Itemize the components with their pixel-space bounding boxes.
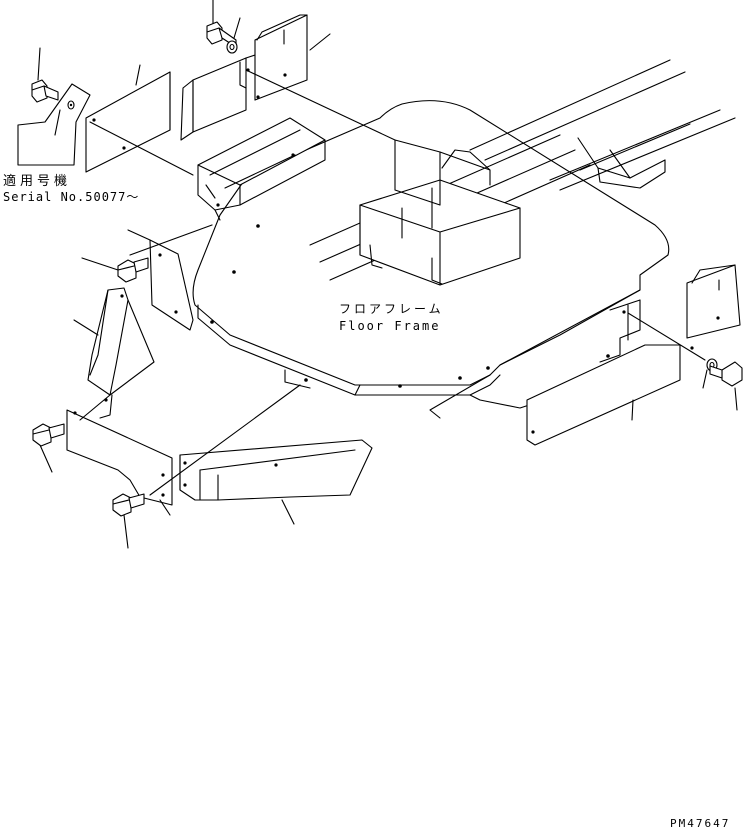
- bolt-lower-mid: [113, 494, 144, 516]
- top-left-cover: [18, 72, 170, 172]
- drawing-number: PM47647: [670, 817, 731, 830]
- bolt-right: [710, 362, 742, 386]
- serial-range-label-jp: 適用号機: [3, 174, 72, 189]
- washer-top: [227, 41, 237, 53]
- floor-frame-label-jp: フロアフレーム: [339, 302, 444, 316]
- top-cover: [181, 15, 325, 220]
- lower-left-plate: [67, 410, 172, 505]
- lower-front-cover: [180, 440, 372, 500]
- serial-range-label: Serial No.50077～: [3, 190, 140, 204]
- bolt-lower-left: [33, 424, 64, 446]
- right-cover-plate: [687, 265, 740, 350]
- left-side-guard: [88, 288, 154, 418]
- floor-frame-label: Floor Frame: [339, 319, 441, 333]
- left-bracket: [150, 240, 193, 330]
- assembly-lines: [38, 0, 737, 548]
- bolt-left-mid: [118, 258, 148, 282]
- right-lower-plate: [527, 305, 680, 445]
- bolt-top-left: [32, 80, 58, 102]
- floor-frame: [193, 60, 735, 418]
